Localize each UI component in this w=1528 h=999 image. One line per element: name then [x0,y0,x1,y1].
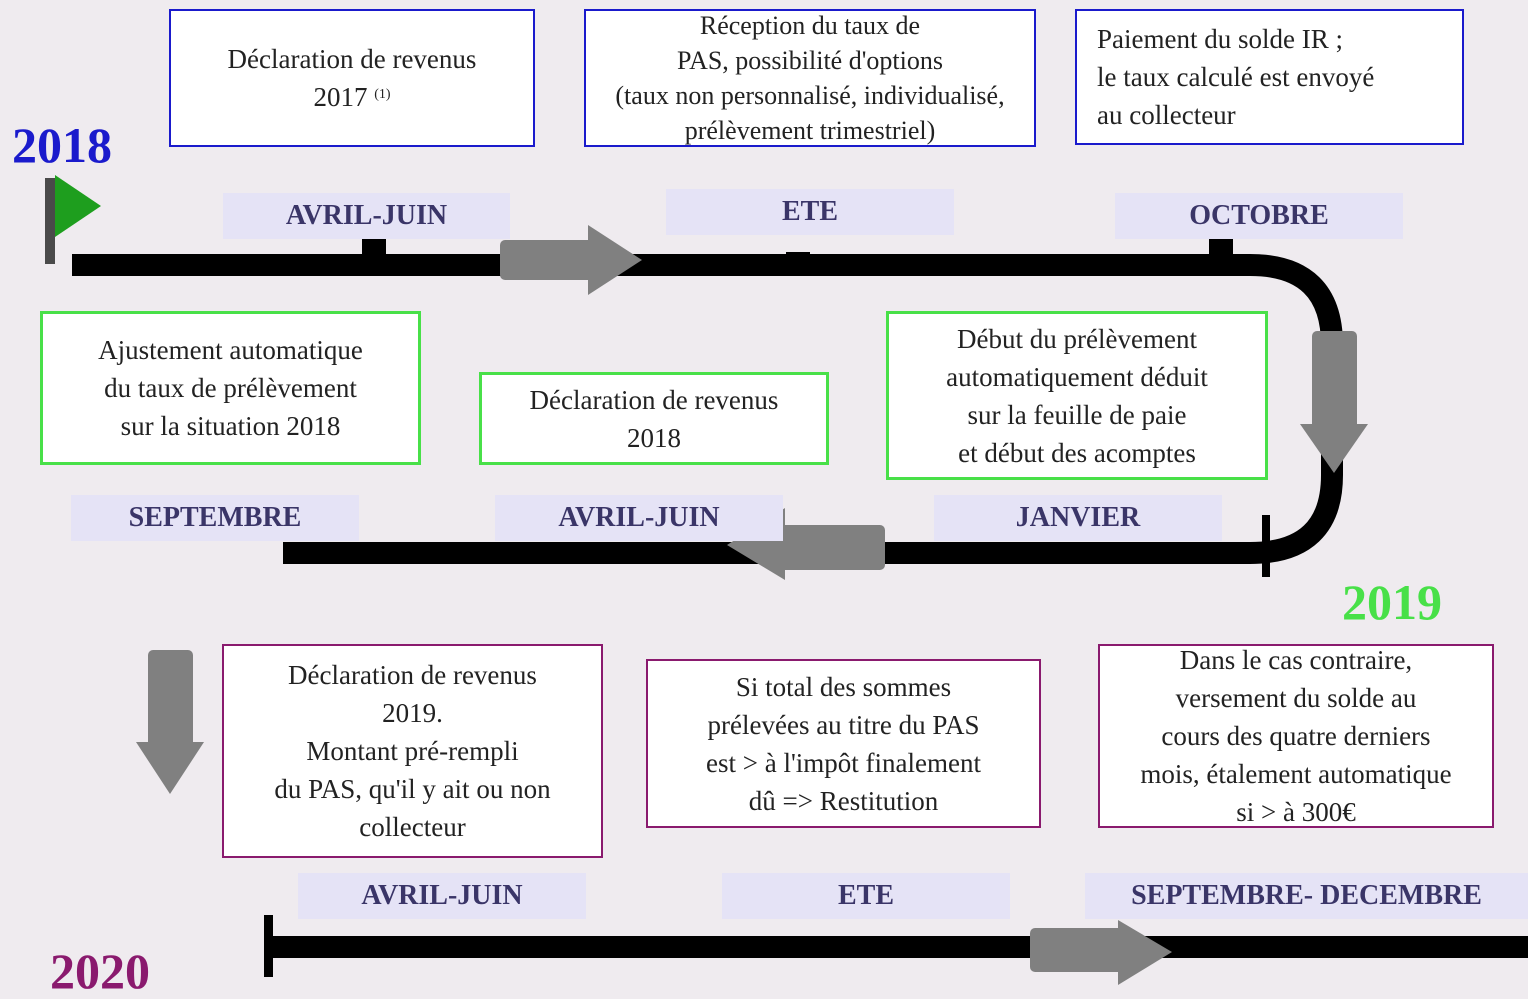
step-text: Si total des sommes prélevées au titre d… [705,671,982,816]
month-avril-juin-2020: AVRIL-JUIN [298,873,586,919]
step-reception-taux: Réception du taux de PAS, possibilité d'… [584,9,1036,147]
step-versement-solde: Dans le cas contraire, versement du sold… [1098,644,1494,828]
step-declaration-2017: Déclaration de revenus 2017 (1) [169,9,535,147]
tick-mark [264,915,273,977]
tick-mark [362,238,386,262]
arrow-right-icon [500,225,642,295]
tick-mark [1262,515,1270,577]
month-ete-2020: ETE [722,873,1010,919]
tick-mark [1209,236,1233,264]
month-janvier-2019: JANVIER [934,495,1222,541]
month-ete-2018: ETE [666,189,954,235]
step-text: Début du prélèvement automatiquement déd… [946,323,1208,468]
year-2019-label: 2019 [1342,574,1442,630]
month-septembre-2019: SEPTEMBRE [71,495,359,541]
step-declaration-2019: Déclaration de revenus 2019. Montant pré… [222,644,603,858]
arrow-down-icon [1300,331,1368,473]
month-septembre-decembre-2020: SEPTEMBRE- DECEMBRE [1085,873,1528,919]
footnote-marker: (1) [374,87,391,102]
year-2018-label: 2018 [12,117,112,173]
step-text: Réception du taux de PAS, possibilité d'… [615,11,1005,145]
month-avril-juin-2018: AVRIL-JUIN [223,193,510,239]
step-paiement-solde: Paiement du solde IR ; le taux calculé e… [1075,9,1464,145]
month-octobre-2018: OCTOBRE [1115,193,1403,239]
arrow-right-icon [1030,920,1172,985]
step-ajustement-taux: Ajustement automatique du taux de prélèv… [40,311,421,465]
year-2020-label: 2020 [50,943,150,999]
step-restitution: Si total des sommes prélevées au titre d… [646,659,1041,828]
arrow-down-icon [136,650,204,794]
step-text: Déclaration de revenus 2017 [227,44,477,112]
step-declaration-2018: Déclaration de revenus 2018 [479,372,829,465]
tick-mark [786,252,810,266]
step-text: Déclaration de revenus 2018 [529,384,779,453]
step-text: Paiement du solde IR ; le taux calculé e… [1097,24,1375,130]
month-avril-juin-2019: AVRIL-JUIN [495,495,783,541]
step-text: Déclaration de revenus 2019. Montant pré… [274,660,551,842]
step-debut-prelevement: Début du prélèvement automatiquement déd… [886,311,1268,480]
start-flag-icon [45,175,101,264]
step-text: Ajustement automatique du taux de prélèv… [98,335,363,441]
step-text: Dans le cas contraire, versement du sold… [1140,645,1452,827]
